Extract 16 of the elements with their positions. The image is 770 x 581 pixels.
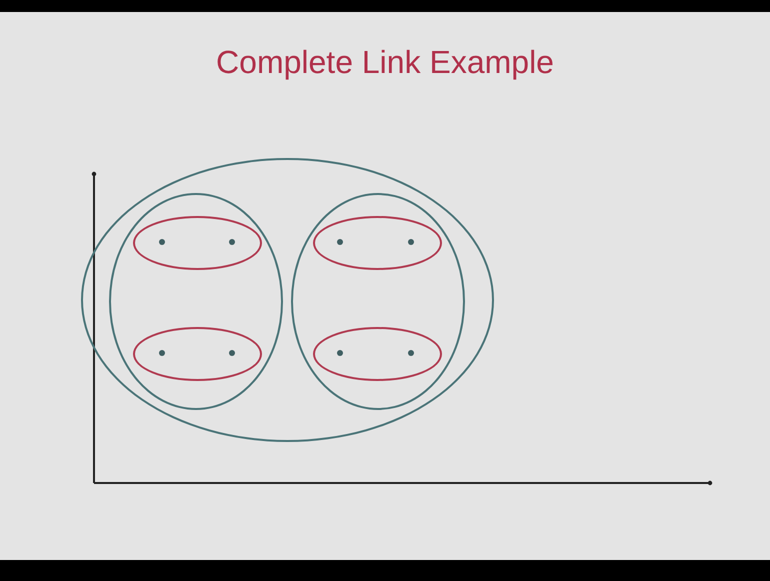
slide-title: Complete Link Example — [215, 44, 555, 81]
data-point — [408, 239, 414, 245]
cluster-ellipse — [81, 158, 494, 442]
cluster-ellipse — [291, 193, 465, 410]
cluster-ellipse — [109, 193, 283, 410]
data-point — [337, 350, 343, 356]
cluster-ellipse — [313, 216, 442, 270]
data-point — [229, 350, 235, 356]
data-point — [337, 239, 343, 245]
data-point — [159, 239, 165, 245]
data-point — [229, 239, 235, 245]
data-point — [408, 350, 414, 356]
data-point — [159, 350, 165, 356]
cluster-ellipse — [313, 327, 442, 381]
cluster-ellipse — [133, 216, 262, 270]
cluster-ellipse — [133, 327, 262, 381]
